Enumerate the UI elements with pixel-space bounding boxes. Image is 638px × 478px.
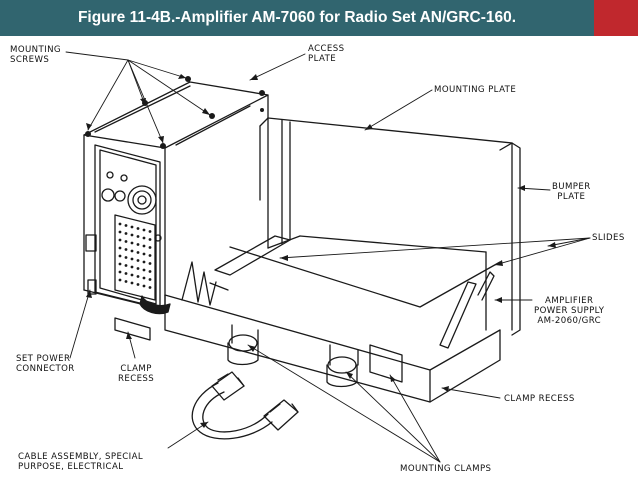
panel-connector-fill — [140, 296, 170, 314]
label-cable-assembly: CABLE ASSEMBLY, SPECIAL PURPOSE, ELECTRI… — [18, 452, 144, 472]
slides — [209, 235, 495, 349]
label-clamp-recess-left: CLAMP RECESS — [118, 364, 155, 384]
amplifier-box — [83, 81, 269, 311]
label-slides: SLIDES — [592, 233, 625, 243]
mounting-clamp-2 — [326, 344, 403, 388]
mounting-clamp-1 — [227, 324, 259, 366]
bumper-plate — [511, 142, 521, 336]
label-clamp-recess-right: CLAMP RECESS — [504, 394, 575, 404]
tray-base — [164, 246, 501, 403]
label-mounting-screws: MOUNTING SCREWS — [10, 45, 61, 65]
title-accent — [594, 0, 638, 36]
figure-title: Figure 11-4B.-Amplifier AM-7060 for Radi… — [77, 9, 517, 26]
label-access-plate: ACCESS PLATE — [308, 44, 345, 64]
sawtooth-guide — [181, 261, 217, 306]
clamp-recess-left — [114, 317, 151, 341]
front-switches — [85, 234, 162, 295]
front-connector — [127, 185, 157, 215]
front-dials — [101, 171, 128, 202]
screw-heads — [85, 76, 265, 149]
title-bar: Figure 11-4B.-Amplifier AM-7060 for Radi… — [0, 0, 638, 36]
label-mounting-plate: MOUNTING PLATE — [434, 85, 517, 95]
front-panel — [94, 144, 161, 309]
label-set-power-connector: SET POWER CONNECTOR — [16, 354, 75, 374]
mounting-plate — [259, 117, 513, 331]
label-amplifier-power-supply: AMPLIFIER POWER SUPPLY AM-2060/GRC — [534, 296, 605, 326]
vent-holes — [118, 222, 152, 289]
vent-grille — [114, 214, 156, 301]
label-bumper-plate: BUMPER PLATE — [552, 182, 591, 202]
label-mounting-clamps: MOUNTING CLAMPS — [400, 464, 492, 474]
cable-assembly — [191, 371, 299, 440]
